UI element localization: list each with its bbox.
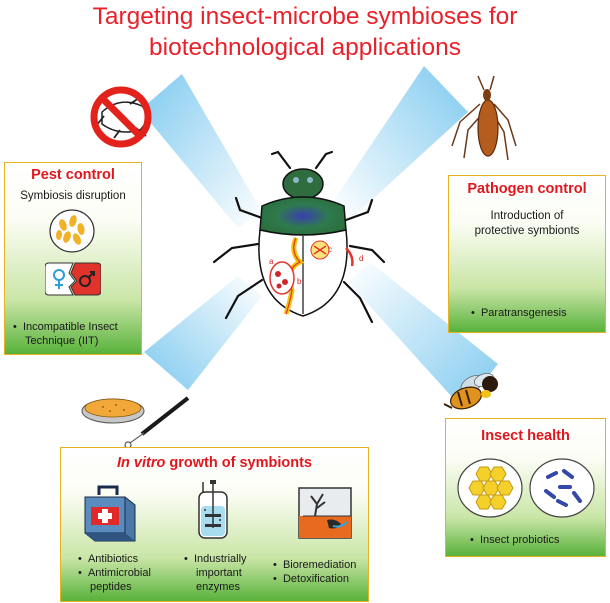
in-vitro-col1-item2: Antimicrobial bbox=[78, 566, 151, 580]
in-vitro-col2-item1-cont2: enzymes bbox=[196, 581, 241, 593]
honeycomb-icon bbox=[457, 458, 523, 518]
pest-control-bullet-line2: Technique (IIT) bbox=[25, 335, 99, 347]
in-vitro-title: In vitro growth of symbionts bbox=[61, 455, 368, 471]
beetle-label-d: d bbox=[359, 254, 364, 263]
pathogen-control-subtitle-line2: protective symbionts bbox=[474, 225, 580, 237]
in-vitro-title-italic: In vitro bbox=[117, 455, 166, 471]
in-vitro-col1-item1: Antibiotics bbox=[78, 552, 151, 566]
beetle-label-b: b bbox=[297, 277, 302, 286]
insect-health-title: Insect health bbox=[481, 428, 570, 444]
male-female-icon bbox=[45, 262, 101, 296]
bee-icon bbox=[443, 373, 498, 410]
beam-bottom-right bbox=[348, 262, 498, 408]
pest-control-bullet: Incompatible Insect Technique (IIT) bbox=[13, 320, 118, 348]
beetle-label-a: a bbox=[269, 257, 274, 266]
insect-health-panel: Insect health Insect probiotics bbox=[445, 418, 606, 557]
in-vitro-col1: Antibiotics Antimicrobial peptides bbox=[78, 552, 151, 594]
pest-control-title: Pest control bbox=[31, 167, 115, 183]
crossed-out-insect-icon bbox=[90, 86, 152, 148]
in-vitro-col3-item1: Bioremediation bbox=[273, 558, 356, 572]
in-vitro-col2-item1-cont1: important bbox=[196, 567, 242, 579]
beetle-label-c: c bbox=[328, 245, 332, 254]
beetle-icon bbox=[212, 150, 386, 324]
petri-dish-icon bbox=[81, 398, 145, 424]
assassin-bug-icon bbox=[451, 75, 517, 161]
bacteria-icon bbox=[529, 458, 595, 518]
in-vitro-col1-item2-cont: peptides bbox=[90, 581, 132, 593]
beam-top-left bbox=[140, 74, 262, 228]
beam-top-right bbox=[334, 66, 468, 218]
pathogen-control-subtitle-line1: Introduction of bbox=[490, 210, 564, 222]
diagram-title-line2: biotechnological applications bbox=[149, 34, 461, 61]
pathogen-control-panel: Pathogen control Introduction of protect… bbox=[448, 175, 606, 333]
in-vitro-col2: Industrially important enzymes bbox=[184, 552, 247, 594]
pathogen-control-title: Pathogen control bbox=[467, 181, 587, 197]
diagram-title-line1: Targeting insect-microbe symbioses for bbox=[92, 3, 518, 30]
in-vitro-col3-item2: Detoxification bbox=[273, 572, 356, 586]
insect-health-bullet: Insect probiotics bbox=[470, 533, 559, 547]
in-vitro-col3: Bioremediation Detoxification bbox=[273, 558, 356, 586]
in-vitro-panel: In vitro growth of symbionts Antibiotics… bbox=[60, 447, 369, 602]
bioreactor-icon bbox=[198, 480, 228, 539]
in-vitro-col2-item1: Industrially bbox=[184, 552, 247, 566]
medical-kit-icon bbox=[84, 485, 136, 542]
pest-control-bullet-line1: Incompatible Insect bbox=[13, 320, 118, 334]
pest-control-panel: Pest control Symbiosis disruption Incomp… bbox=[4, 162, 142, 355]
bioremediation-icon bbox=[298, 487, 352, 539]
in-vitro-title-rest: growth of symbionts bbox=[165, 455, 312, 471]
pest-control-subtitle: Symbiosis disruption bbox=[20, 190, 126, 202]
symbiont-cells-icon bbox=[49, 209, 95, 253]
pathogen-control-bullet: Paratransgenesis bbox=[471, 306, 567, 320]
